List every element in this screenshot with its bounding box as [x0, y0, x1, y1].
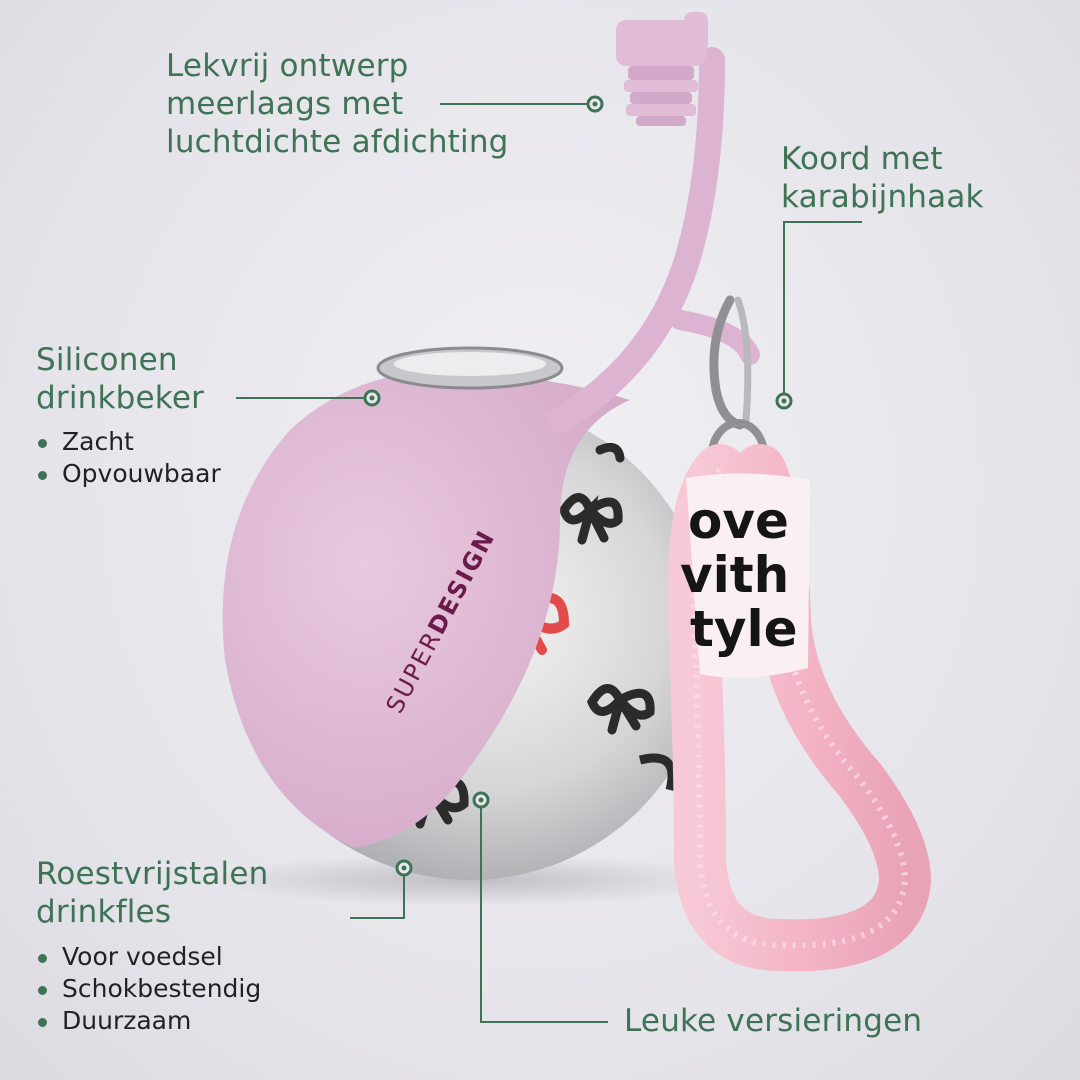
- feature-item: Duurzaam: [36, 1005, 261, 1037]
- callout-decorations-line-1: Leuke versieringen: [624, 1003, 923, 1039]
- bottle-neck: [376, 346, 564, 390]
- strap-text-1: ove: [688, 492, 789, 550]
- callout-leakproof-line-1: Lekvrij ontwerp: [166, 48, 409, 84]
- leader-lines: [236, 103, 862, 1023]
- callout-leakproof-line-3: luchtdichte afdichting: [166, 124, 509, 160]
- cord-band: ove vith tyle: [680, 473, 810, 678]
- callout-silicone-cup: Siliconen drinkbeker: [36, 341, 204, 417]
- callout-cord-line-1: Koord met: [781, 141, 943, 177]
- callout-leakproof-line-2: meerlaags met: [166, 86, 404, 122]
- feature-item: Opvouwbaar: [36, 458, 221, 490]
- stopper-plug: [616, 12, 708, 126]
- strap-text-2: vith: [680, 546, 789, 604]
- feature-item: Schokbestendig: [36, 973, 261, 1005]
- callout-cord-line-2: karabijnhaak: [781, 179, 984, 215]
- silicone-cup: SUPERDESIGN: [222, 374, 630, 848]
- callout-steel-bottle-line-1: Roestvrijstalen: [36, 856, 269, 892]
- strap-text-3: tyle: [690, 600, 798, 658]
- callout-decorations: Leuke versieringen: [624, 1002, 922, 1040]
- callout-steel-bottle-line-2: drinkfles: [36, 894, 172, 930]
- steel-bottle-features: Voor voedsel Schokbestendig Duurzaam: [36, 941, 261, 1037]
- bow-decoration-edge: [638, 753, 677, 792]
- callout-steel-bottle: Roestvrijstalen drinkfles: [36, 855, 268, 931]
- callout-cord: Koord met karabijnhaak: [781, 140, 984, 216]
- callout-silicone-cup-line-1: Siliconen: [36, 342, 178, 378]
- callout-leakproof: Lekvrij ontwerp meerlaags met luchtdicht…: [166, 47, 509, 161]
- silicone-cup-features: Zacht Opvouwbaar: [36, 426, 221, 490]
- feature-item: Zacht: [36, 426, 221, 458]
- callout-silicone-cup-line-2: drinkbeker: [36, 380, 205, 416]
- feature-item: Voor voedsel: [36, 941, 261, 973]
- leader-dot-centers: [369, 101, 787, 871]
